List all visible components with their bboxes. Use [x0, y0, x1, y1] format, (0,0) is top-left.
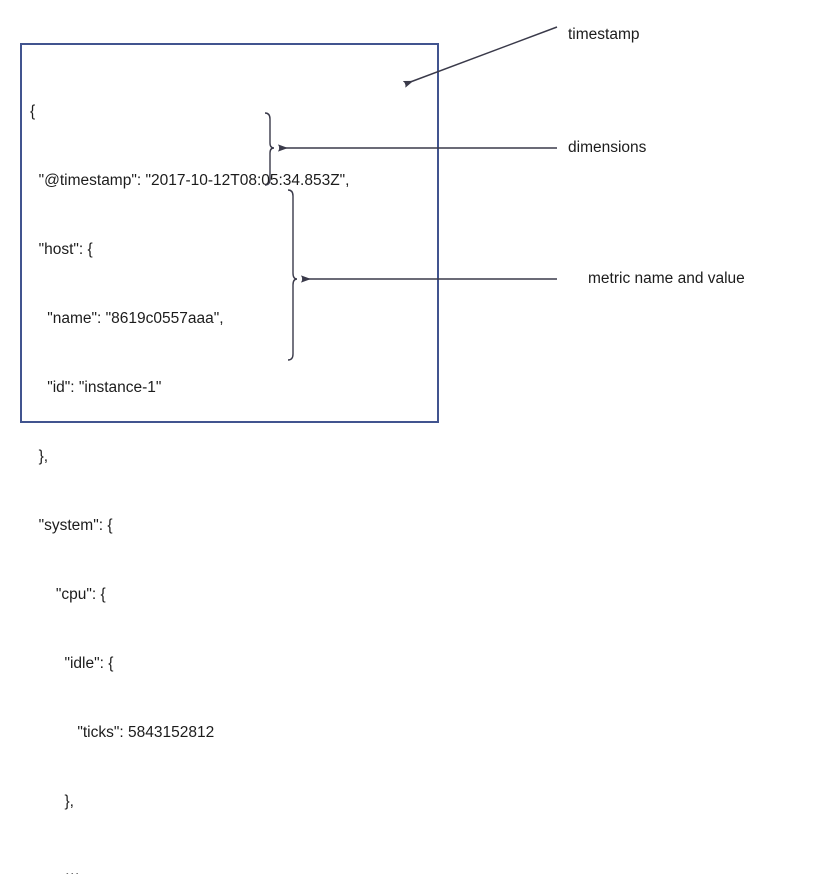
json-line-system-open: "system": { — [30, 517, 113, 534]
annotation-label-metric: metric name and value — [588, 270, 745, 287]
json-line-host-id: "id": "instance-1" — [30, 379, 162, 396]
json-line-host-name: "name": "8619c0557aaa", — [30, 310, 224, 327]
json-code-block: { "@timestamp": "2017-10-12T08:05:34.853… — [30, 54, 350, 874]
annotation-label-dimensions: dimensions — [568, 139, 647, 156]
json-line: { — [30, 103, 36, 120]
json-line-host-close: }, — [30, 448, 49, 465]
json-line-idle-open: "idle": { — [30, 655, 114, 672]
json-line-ellipsis: … — [30, 862, 80, 874]
diagram-canvas: { "@timestamp": "2017-10-12T08:05:34.853… — [20, 26, 745, 874]
json-line-host-open: "host": { — [30, 241, 93, 258]
annotation-label-timestamp: timestamp — [568, 26, 640, 43]
json-line-idle-close: }, — [30, 793, 74, 810]
json-line-ticks: "ticks": 5843152812 — [30, 724, 215, 741]
json-document-box: { "@timestamp": "2017-10-12T08:05:34.853… — [20, 43, 439, 874]
json-line-timestamp: "@timestamp": "2017-10-12T08:05:34.853Z"… — [30, 172, 350, 189]
json-line-cpu-open: "cpu": { — [30, 586, 106, 603]
